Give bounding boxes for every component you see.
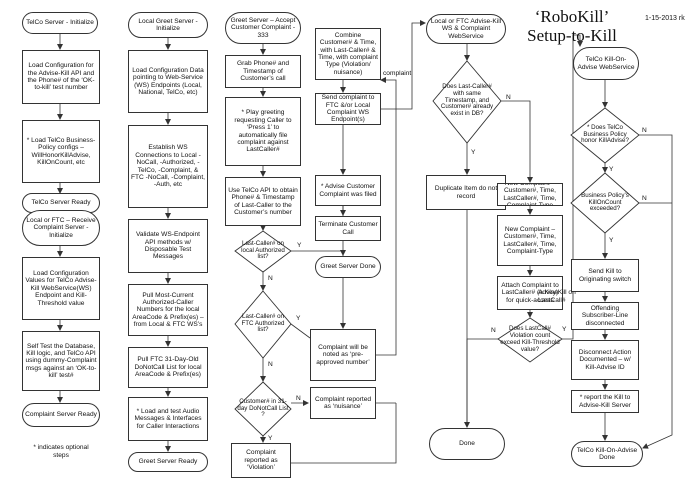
advise-kill-done: Done (429, 428, 505, 460)
complaint-violation: Complaint reported as ‘Violation’ (231, 443, 291, 478)
self-test-complaint-server: Self Test the Database, Kill logic, and … (22, 331, 100, 391)
validate-ws-endpoints: Validate WS-Endpoint API methods w/ Disp… (128, 219, 208, 273)
grab-phone-timestamp: Grab Phone# and Timestamp of Customer’s … (225, 55, 301, 88)
decision-diamond (234, 381, 292, 437)
greet-server-done: Greet Server Done (315, 256, 381, 278)
load-ws-endpoints-config: Load Configuration Data pointing to Web-… (128, 50, 208, 113)
label-y-donotcall: Y (268, 435, 273, 442)
decision-kill-threshold: Does LastCall# Violation count exceed Ki… (500, 325, 560, 353)
establish-ws-connections: Establish WS Connections to Local -NoCal… (128, 125, 208, 208)
decision-diamond (432, 60, 502, 144)
attach-complaint: Attach Complaint to LastCaller# (a Key) … (497, 276, 563, 310)
decision-diamond (234, 230, 292, 273)
label-y-threshold: Y (562, 326, 567, 333)
greet-accept-complaint: Greet Server – Accept Customer Complaint… (225, 12, 301, 44)
pull-ftc-donotcall-list: Pull FTC 31-Day-Old DoNotCall List for l… (128, 347, 208, 388)
decision-honor-killadvise: * Does TelCo Business Policy honor KillA… (581, 123, 629, 145)
label-n-donotcall: N (296, 395, 301, 402)
send-kill-switch: Send Kill to Originating switch (571, 259, 639, 292)
label-y-count: Y (609, 237, 614, 244)
load-ws-kill-threshold-config: Load Configuration Values for TelCo Advi… (22, 257, 100, 320)
greet-server-ready: Greet Server Ready (128, 452, 208, 472)
decision-diamond (234, 290, 292, 359)
load-telco-business-policy: * Load TelCo Business-Policy configs – W… (22, 120, 100, 183)
report-kill: * report the Kill to Advise-Kill Server (571, 390, 639, 413)
label-n-count: N (642, 195, 647, 202)
label-y-ftc: Y (296, 315, 301, 322)
new-complaint-record: New Complaint – Customer#, Time, LastCal… (497, 215, 563, 266)
label-n-ftc: N (268, 361, 273, 368)
decision-diamond (497, 317, 563, 363)
send-complaint: Send complaint to FTC &/or Local Complai… (315, 93, 381, 125)
complaint-server-initialize: Local or FTC – Receive Complaint Server … (22, 210, 100, 246)
load-advise-kill-config: Load Configuration for the Advise-Kill A… (22, 50, 100, 104)
title-line-2: Setup-to-Kill (527, 25, 617, 45)
decision-diamond (570, 107, 640, 164)
pull-authorized-callers: Pull Most-Current Authorized-Caller Numb… (128, 284, 208, 336)
advisekill-flow-label: AdviseKill on LastCall# (538, 289, 576, 304)
play-greeting: * Play greeting requesting Caller to ‘Pr… (225, 97, 301, 166)
new-complaint: New Complaint – Customer#, Time, LastCal… (497, 183, 563, 206)
decision-donotcall: Customer# in 31-day DoNotCall List ? (237, 397, 289, 419)
optional-steps-note: * indicates optional steps (33, 444, 89, 459)
label-y-honor: Y (609, 166, 614, 173)
disconnect-documented: Disconnect Action Documented – w/ Kill-A… (571, 340, 639, 380)
offending-line-disconnected: Offending Subscriber-Line disconnected (571, 302, 639, 330)
label-n-local: N (268, 275, 273, 282)
decision-killoncount: Business Policy’s KillOnCount exceeded? (581, 191, 629, 213)
label-n-exists: N (506, 94, 511, 101)
label-y-local: Y (297, 242, 302, 249)
load-audio-messages: * Load and test Audio Messages & Interfa… (128, 397, 208, 441)
combine-complaint-data: Combine Customer# & Time, with Last-Call… (315, 28, 381, 80)
diagram-title: ‘RoboKill’ Setup-to-Kill (512, 7, 632, 45)
terminate-call: Terminate Customer Call (315, 216, 381, 241)
decision-already-exists: Does Last-Caller# with same Timestamp, a… (440, 82, 494, 118)
complaint-nuisance: Complaint reported as ‘nuisance’ (310, 387, 376, 419)
decision-diamond (570, 172, 640, 234)
advise-kill-complaint-ws: Local or FTC Advise-Kill WS & Complaint … (426, 14, 506, 44)
advise-customer: * Advise Customer Complaint was filed (315, 175, 381, 206)
telco-kill-done: TelCo Kill-On-Advise Done (571, 441, 643, 467)
greet-server-initialize: Local Greet Server - Initialize (128, 12, 208, 38)
label-y-exists: Y (471, 149, 476, 156)
label-n-threshold: N (491, 327, 496, 334)
duplicate-item: Duplicate Item do not record (426, 175, 506, 210)
use-telco-api: Use TelCo API to obtain Phone# & Timesta… (225, 177, 301, 226)
telco-server-initialize: TelCo Server - Initialize (22, 12, 98, 34)
telco-kill-on-advise-ws: TelCo Kill-On-Advise WebService (573, 47, 639, 80)
title-line-1: ‘RoboKill’ (534, 7, 610, 26)
decision-local-authorized: Last-Caller# on local Authorized list? (241, 239, 285, 261)
date-stamp: 1-15-2013 rk (645, 15, 685, 22)
complaint-preapproved: Complaint will be noted as ‘pre-approved… (310, 329, 376, 381)
label-n-honor: N (642, 127, 647, 134)
decision-ftc-authorized: Last-Caller# on FTC Authorized list? (241, 312, 285, 334)
complaint-server-ready: Complaint Server Ready (22, 403, 100, 427)
complaint-flow-label: complaint (383, 70, 412, 77)
